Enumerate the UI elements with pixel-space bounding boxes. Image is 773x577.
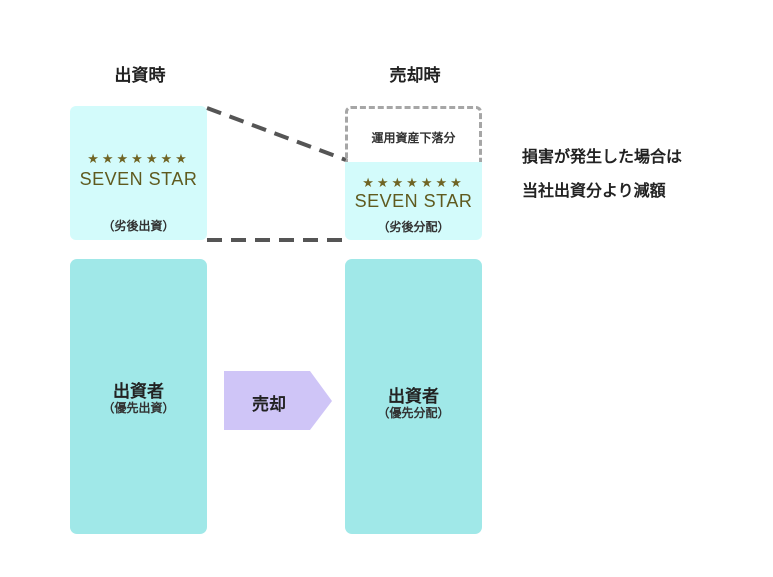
- subordinated-distribution-box: ★★★★★★★ SEVEN STAR （劣後分配）: [345, 162, 482, 240]
- subordinated-investment-box: ★★★★★★★ SEVEN STAR （劣後出資）: [70, 106, 207, 240]
- investor-label-after: 出資者: [388, 387, 439, 407]
- priority-distribution-label: （優先分配）: [377, 406, 450, 420]
- asset-loss-box: 運用資産下落分: [345, 106, 482, 162]
- seven-star-logo: SEVEN STAR: [354, 191, 473, 211]
- asset-loss-label: 運用資産下落分: [371, 131, 456, 145]
- loss-note: 損害が発生した場合は 当社出資分より減額: [522, 140, 762, 208]
- investor-label-before: 出資者: [113, 382, 164, 402]
- stars-logo-icon: ★★★★★★★: [87, 152, 190, 167]
- subordinated-investment-label: （劣後出資）: [102, 219, 175, 233]
- heading-before: 出資時: [114, 66, 166, 86]
- loss-note-line-2: 当社出資分より減額: [522, 181, 666, 200]
- sale-arrow-icon: [224, 371, 332, 430]
- stars-logo-icon: ★★★★★★★: [362, 176, 465, 191]
- investor-box-before: 出資者 （優先出資）: [70, 259, 207, 534]
- priority-investment-label: （優先出資）: [102, 401, 175, 415]
- investor-box-after: 出資者 （優先分配）: [345, 259, 482, 534]
- subordinated-distribution-label: （劣後分配）: [377, 220, 450, 234]
- heading-after: 売却時: [389, 66, 441, 86]
- loss-note-line-1: 損害が発生した場合は: [522, 147, 683, 166]
- seven-star-logo: SEVEN STAR: [79, 169, 198, 189]
- connector-top-line: [206, 106, 347, 162]
- sale-arrow-label: 売却: [252, 395, 286, 415]
